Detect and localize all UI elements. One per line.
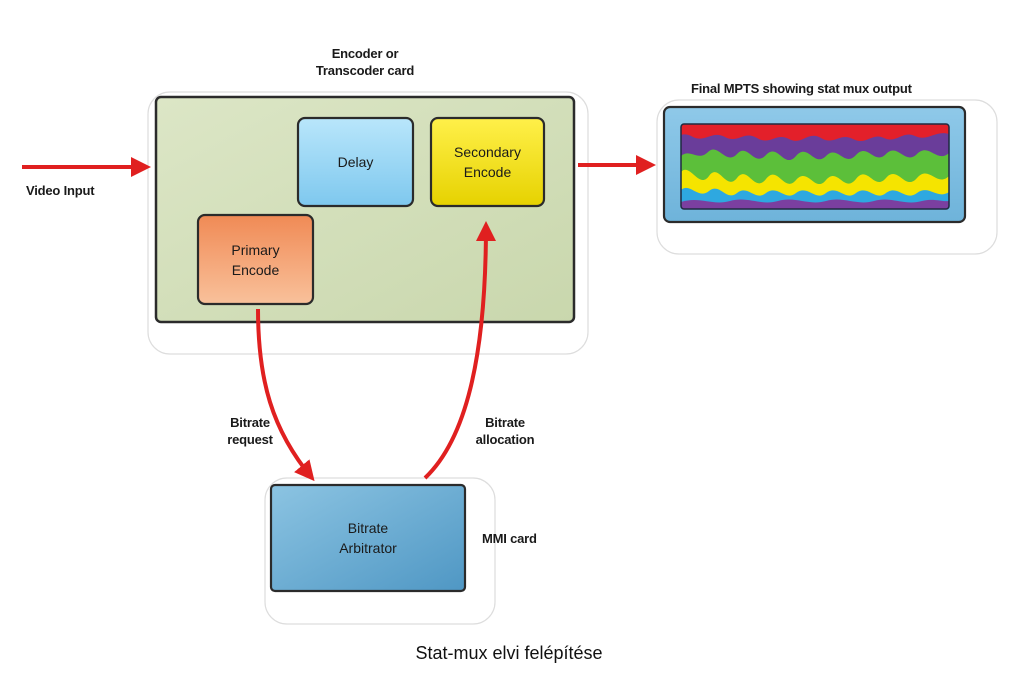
secondary-encode-box [429, 116, 546, 208]
mpts-screen-border [680, 123, 950, 210]
bitrate-request-arrow [256, 308, 315, 482]
bitrate-allocation-label: Bitrate allocation [475, 415, 535, 447]
mmi-card-label: MMI card [482, 531, 537, 546]
bitrate-request-label: Bitrate request [227, 415, 273, 447]
final-mpts-label: Final MPTS showing stat mux output [691, 81, 912, 96]
wave-red [681, 124, 949, 142]
bitrate-allocation-arrow [423, 221, 496, 480]
card-title-label: Encoder or Transcoder card [315, 46, 415, 78]
diagram-caption: Stat-mux elvi felépítése [415, 643, 603, 663]
video-input-label: Video Input [26, 183, 95, 198]
delay-box [296, 116, 415, 208]
mpts-waves [681, 124, 949, 209]
arbitrator-shadow [264, 477, 496, 625]
mpts-shadow [656, 99, 998, 255]
bitrate-arbitrator-box [269, 483, 467, 593]
primary-encode-box [196, 213, 315, 306]
card-shadow [147, 91, 589, 355]
wave-purple-bottom [681, 199, 949, 209]
